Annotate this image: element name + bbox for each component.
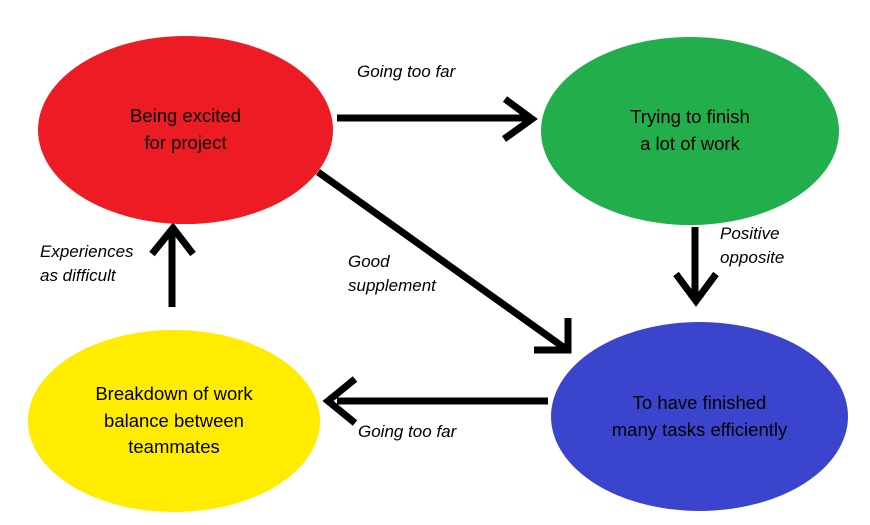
node-breakdown-of-work-balance[interactable]: Breakdown of work balance between teamma… [28, 330, 320, 512]
node-finished-many-tasks[interactable]: To have finished many tasks efficiently [551, 322, 848, 511]
edge-green-to-blue [673, 227, 719, 307]
node-label-yellow: Breakdown of work balance between teamma… [95, 382, 253, 458]
edge-label-green-to-blue: Positive opposite [720, 224, 785, 268]
edge-label-yellow-to-red: Experiences as difficult [40, 242, 134, 286]
node-label-green: Trying to finish a lot of work [630, 106, 750, 154]
edge-label-red-to-blue: Good supplement [348, 252, 436, 296]
node-label-blue: To have finished many tasks efficiently [611, 391, 788, 440]
edge-label-red-to-green: Going too far [357, 62, 456, 81]
edge-red-to-green [337, 96, 538, 142]
edge-label-blue-to-yellow: Going too far [358, 422, 457, 441]
node-label-red: Being excited for project [129, 105, 242, 153]
node-being-excited[interactable]: Being excited for project [38, 36, 333, 224]
node-trying-to-finish[interactable]: Trying to finish a lot of work [541, 37, 839, 225]
edge-yellow-to-red [149, 222, 196, 307]
edge-blue-to-yellow [322, 376, 548, 426]
